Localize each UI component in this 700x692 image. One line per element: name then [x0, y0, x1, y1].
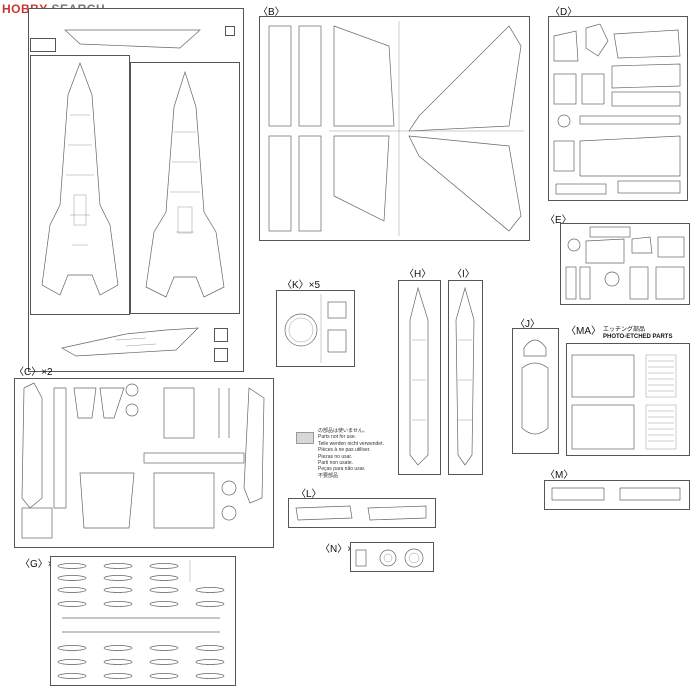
sprue-b-parts: [268, 21, 524, 236]
note-line: Parti non usate.: [318, 460, 354, 466]
sprue-d-label: 〈D〉: [550, 7, 578, 18]
note-line: Piezas no usar.: [318, 453, 353, 460]
sprue-j-frame: [512, 328, 559, 454]
ma-title-en: PHOTO-ETCHED PARTS: [603, 334, 673, 340]
sprue-ma-frame: [566, 343, 690, 456]
sprue-k-label: 〈K〉×5: [282, 280, 321, 291]
sprue-j-parts: [521, 339, 549, 435]
note-line: Pièces à ne pas utiliser.: [318, 447, 371, 454]
sprue-a-box-5: [214, 328, 228, 342]
sprue-a-tab-8: [225, 26, 235, 36]
sprue-e-parts: [565, 226, 685, 300]
sprue-n-parts: [355, 548, 424, 568]
sprue-ma-label: 〈MA〉: [566, 326, 601, 337]
sprue-a-tab-10: [30, 38, 56, 52]
sprue-g-label: 〈G〉×2: [20, 559, 60, 570]
sprue-e-label: 〈E〉: [545, 215, 572, 226]
sprue-ma-parts: [571, 354, 677, 450]
fuselage-lower-part: [41, 62, 119, 296]
sprue-n-label: 〈N〉×2: [320, 544, 359, 555]
sprue-i-frame: [448, 280, 483, 475]
sprue-h-label: 〈H〉: [404, 269, 432, 280]
sprue-j-label: 〈J〉: [515, 319, 540, 330]
sprue-k-parts: [284, 294, 347, 363]
sprue-i-label: 〈I〉: [452, 269, 475, 280]
sprue-i-part: [455, 286, 475, 466]
sprue-d-parts: [553, 23, 681, 195]
sprue-c-parts: [21, 382, 265, 539]
sprue-m-parts: [551, 487, 681, 501]
note-line: Teile werden nicht verwendet.: [318, 440, 384, 447]
fuselage-upper-part: [145, 70, 225, 298]
sprue-h-frame: [398, 280, 441, 475]
note-line: Peças para não usar.: [318, 466, 366, 473]
sprue-m-label: 〈M〉: [545, 470, 574, 481]
note-line: 不要部品: [318, 472, 339, 479]
not-for-use-swatch: [296, 432, 314, 444]
sprue-g-parts: [57, 560, 225, 679]
sprue-l-parts: [295, 505, 427, 521]
sprue-d-frame: [548, 16, 688, 201]
note-line: Parts not for use.: [318, 434, 357, 441]
sprue-b-label: 〈B〉: [258, 7, 285, 18]
sprue-b-frame: [259, 16, 530, 241]
sprue-c-label: 〈C〉×2: [14, 367, 53, 378]
sprue-m-frame: [544, 480, 690, 510]
sprue-h-part: [409, 286, 429, 466]
note-line: の部品は使いません。: [318, 428, 368, 434]
sprue-l-label: 〈L〉: [296, 489, 322, 500]
sprue-l-frame: [288, 498, 436, 528]
ma-title-jp: エッチング部品: [603, 327, 646, 333]
sprue-a-bottom-part: [61, 327, 199, 357]
sprue-a-box-6: [214, 348, 228, 362]
sprue-a-top-part: [64, 29, 201, 49]
sprue-a-inner-left: [30, 55, 130, 315]
